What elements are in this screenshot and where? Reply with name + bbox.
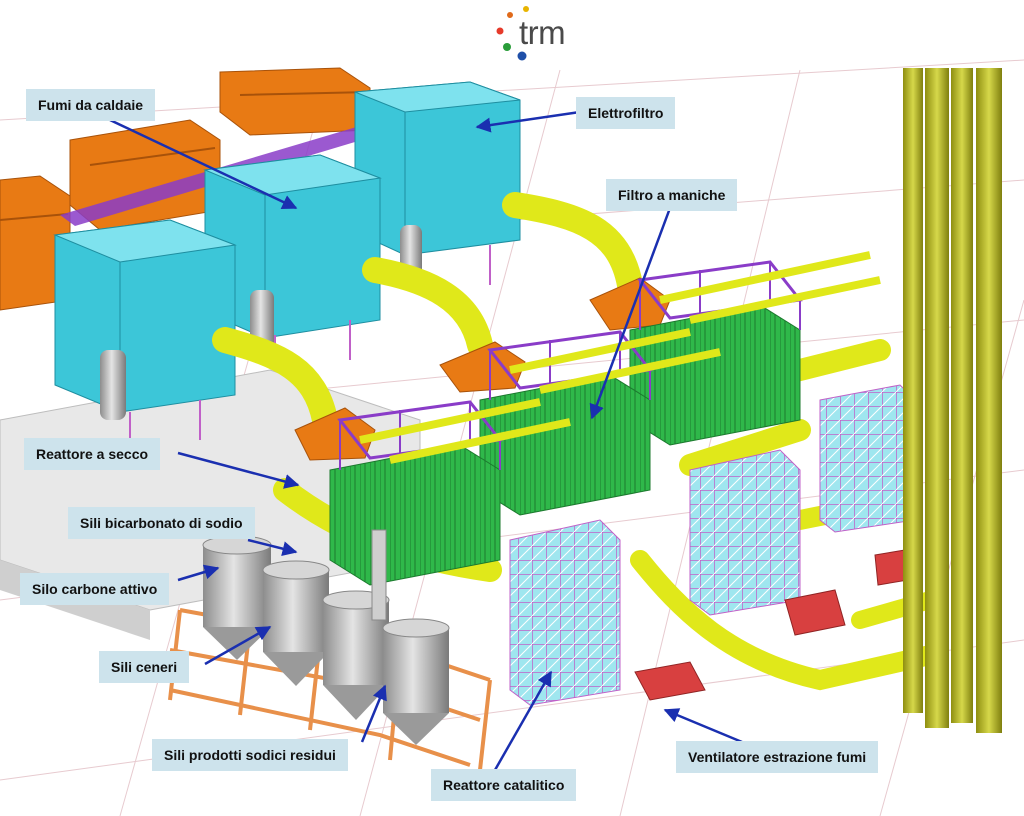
label-filtro-a-maniche: Filtro a maniche [606,179,738,211]
auxiliary-silo [100,350,126,420]
label-ventilatore: Ventilatore estrazione fumi [676,741,879,773]
label-sili-bicarbonato: Sili bicarbonato di sodio [68,507,255,539]
catalytic-reactor [819,384,916,533]
extraction-fans [634,549,909,701]
chimney-stacks [903,68,1002,733]
chimney-stack [951,68,973,723]
label-silo-carbone: Silo carbone attivo [20,573,170,605]
label-sili-ceneri: Sili ceneri [99,651,190,683]
electrofilter-unit [53,219,237,413]
silo [262,560,330,686]
arrow-filtro-a-maniche [589,207,672,420]
elevator-tower [371,529,387,621]
chimney-stack [976,68,1002,733]
storage-silos [202,529,450,745]
catalytic-reactor [689,449,801,616]
logo-dot-green [503,43,511,51]
label-reattore-a-secco: Reattore a secco [24,438,161,470]
silo [202,535,272,660]
logo-text: trm [519,14,566,51]
arrow-fumi-da-caldaie [109,118,298,210]
label-reattore-catalitico: Reattore catalitico [431,769,577,801]
silo [382,618,450,745]
label-sili-prodotti: Sili prodotti sodici residui [152,739,348,771]
logo-dot-blue [517,51,527,61]
filter-top-pipes [359,251,881,464]
arrow-elettrofiltro [475,110,581,133]
logo-dot-orange [507,12,513,18]
boiler-housing [219,67,371,136]
logo-mark [496,6,529,61]
label-fumi-da-caldaie: Fumi da caldaie [26,89,156,121]
inlet-hopper [439,341,526,393]
arrow-reattore-a-secco [177,451,300,489]
inlet-hopper [294,407,376,461]
arrow-sili-bicarbonato [247,538,298,557]
label-elettrofiltro: Elettrofiltro [576,97,676,129]
arrow-silo-carbone [177,564,220,582]
annotation-arrows [109,110,743,771]
auxiliary-silo [250,290,274,350]
arrow-ventilatore [663,708,743,744]
extraction-fan [784,589,846,636]
arrow-reattore-catalitico [493,670,553,771]
boiler-housings [0,67,371,311]
chimney-stack [925,68,949,728]
extraction-fan [634,661,706,701]
logo-dot-red [496,27,504,35]
catalytic-reactors [509,384,916,706]
chimney-stack [903,68,923,713]
logo-dot-yellow [523,6,529,12]
arrow-sili-ceneri [204,625,272,666]
arrow-sili-prodotti [360,684,387,743]
catalytic-reactor [509,519,621,706]
